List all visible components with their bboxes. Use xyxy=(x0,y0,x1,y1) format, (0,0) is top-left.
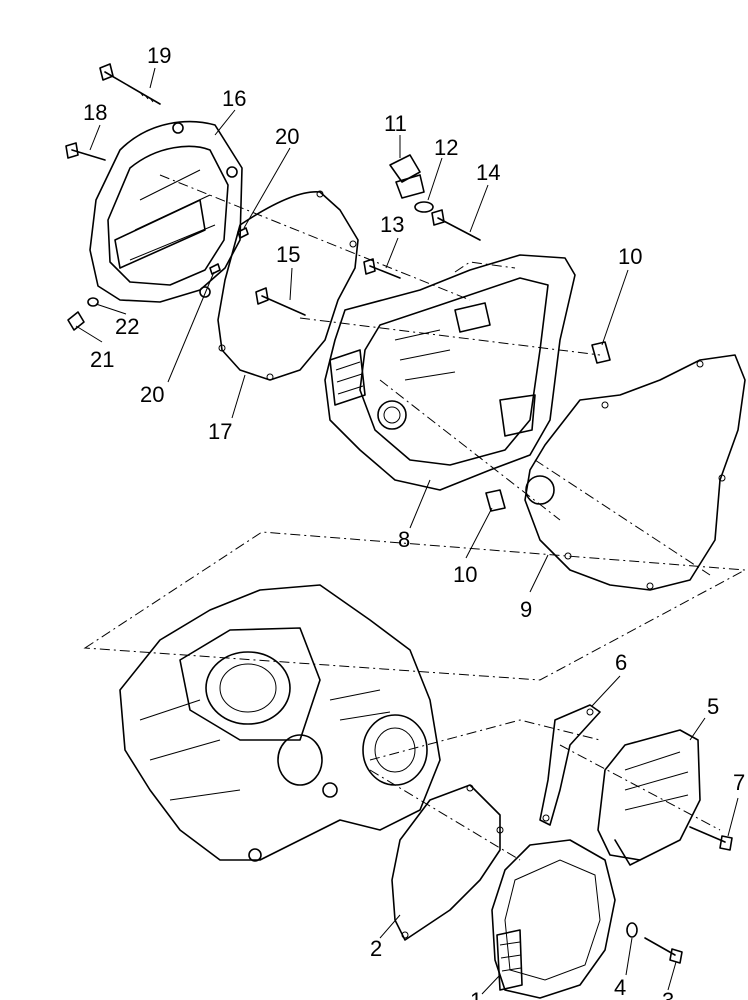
callout-20a: 20 xyxy=(275,124,299,149)
gasket-part-9 xyxy=(524,354,746,591)
callout-22: 22 xyxy=(115,314,139,339)
leader-lines xyxy=(75,67,739,995)
callout-labels: 1 2 3 4 5 6 7 8 9 10 10 11 12 13 14 15 1… xyxy=(83,43,745,1000)
gasket-part-17 xyxy=(217,190,359,381)
callout-18: 18 xyxy=(83,100,107,125)
callout-14: 14 xyxy=(476,160,500,185)
callout-6: 6 xyxy=(615,650,627,675)
callout-21: 21 xyxy=(90,347,114,372)
callout-2: 2 xyxy=(370,936,382,961)
callout-1: 1 xyxy=(470,988,482,1000)
callout-10a: 10 xyxy=(618,244,642,269)
gasket-part-2 xyxy=(391,784,504,941)
crankcase-cover-part-8 xyxy=(324,254,576,491)
callout-16: 16 xyxy=(222,86,246,111)
callout-3: 3 xyxy=(662,988,674,1000)
callout-7: 7 xyxy=(733,770,745,795)
callout-5: 5 xyxy=(707,694,719,719)
callout-10b: 10 xyxy=(453,562,477,587)
generator-cover-part-1 xyxy=(491,839,616,999)
assembly-planes xyxy=(83,261,747,761)
crankcase-assembly xyxy=(119,584,441,862)
left-cover-part-16 xyxy=(89,120,243,303)
callout-8: 8 xyxy=(398,527,410,552)
cover-part-5 xyxy=(597,729,701,866)
callout-9: 9 xyxy=(520,597,532,622)
callout-20b: 20 xyxy=(140,382,164,407)
callout-13: 13 xyxy=(380,212,404,237)
callout-15: 15 xyxy=(276,242,300,267)
callout-11: 11 xyxy=(384,111,407,136)
callout-19: 19 xyxy=(147,43,171,68)
bracket-part-6 xyxy=(539,704,601,826)
fasteners xyxy=(65,63,733,964)
callout-17: 17 xyxy=(208,419,232,444)
callout-4: 4 xyxy=(614,975,626,1000)
callout-12: 12 xyxy=(434,135,458,160)
